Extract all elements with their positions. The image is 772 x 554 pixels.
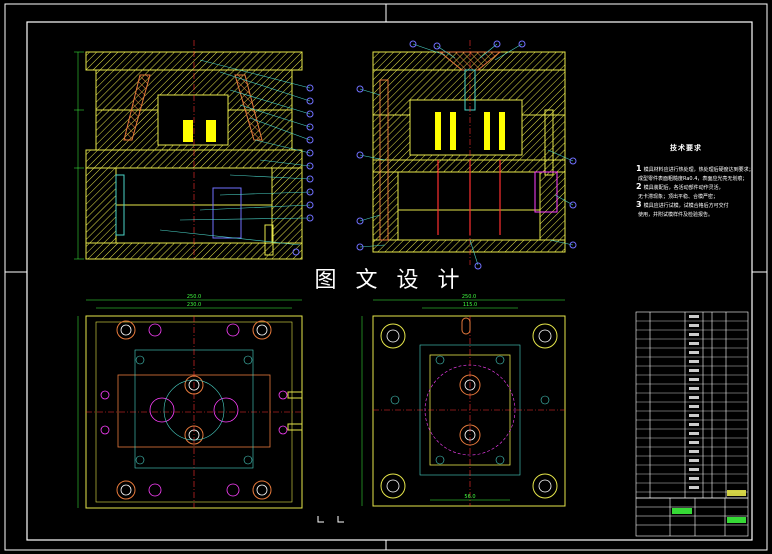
bom-table bbox=[635, 311, 749, 499]
plan-view-right bbox=[361, 299, 566, 507]
left-dims bbox=[74, 51, 84, 260]
bom-cell-mark bbox=[689, 459, 699, 462]
plan-view-left bbox=[77, 299, 303, 509]
dim-bottom-left-width: 250.0 bbox=[187, 294, 201, 300]
bottom-marks bbox=[317, 516, 344, 523]
title-block-highlight bbox=[672, 508, 692, 514]
bom-cell-mark bbox=[689, 450, 699, 453]
bom-cell-mark bbox=[689, 396, 699, 399]
dim-bottom-right-small: 56.0 bbox=[464, 494, 475, 500]
bom-cell-mark bbox=[689, 333, 699, 336]
bom-cell-mark bbox=[689, 378, 699, 381]
bom-cell-mark bbox=[689, 324, 699, 327]
section-view-left bbox=[85, 40, 303, 260]
leader-lines-right bbox=[359, 43, 574, 266]
note-line: 成型零件表面粗糙度Ra0.4，表面应光亮无划痕； bbox=[638, 176, 748, 182]
note-line: 无卡滞现象；顶出平稳、合模严密； bbox=[638, 194, 719, 200]
bom-cell-mark bbox=[689, 414, 699, 417]
bom-cell-mark bbox=[689, 405, 699, 408]
bom-cell-mark bbox=[689, 441, 699, 444]
bom-rows bbox=[636, 315, 748, 493]
watermark: 图 文 设 计 bbox=[314, 268, 466, 293]
bom-cell-mark bbox=[689, 387, 699, 390]
balloons-right bbox=[356, 40, 577, 270]
bom-cell-mark bbox=[689, 486, 699, 489]
leader-lines-left bbox=[159, 59, 311, 246]
bom-cell-mark bbox=[689, 360, 699, 363]
bom-cell-mark bbox=[689, 468, 699, 471]
bom-cell-mark bbox=[689, 315, 699, 318]
bom-cell-mark bbox=[689, 351, 699, 354]
bom-cell-mark bbox=[689, 342, 699, 345]
bom-cell-mark bbox=[689, 432, 699, 435]
section-view-right bbox=[372, 40, 566, 265]
title-block bbox=[635, 497, 749, 537]
inner-frame bbox=[26, 21, 753, 541]
dim-bottom-left-inner: 230.0 bbox=[187, 302, 201, 308]
title-block-highlight-3 bbox=[727, 490, 746, 496]
bom-cell-mark bbox=[689, 369, 699, 372]
title-block-highlight-2 bbox=[727, 517, 746, 523]
note-line: 使用，并附试模样件及检验报告。 bbox=[638, 212, 714, 218]
dim-bottom-right-inner: 115.0 bbox=[463, 302, 477, 308]
balloons-left bbox=[292, 84, 314, 256]
bom-cell-mark bbox=[689, 423, 699, 426]
dim-bottom-right-width: 250.0 bbox=[462, 294, 476, 300]
tech-requirements-title: 技术要求 bbox=[670, 144, 702, 152]
bom-cell-mark bbox=[689, 477, 699, 480]
